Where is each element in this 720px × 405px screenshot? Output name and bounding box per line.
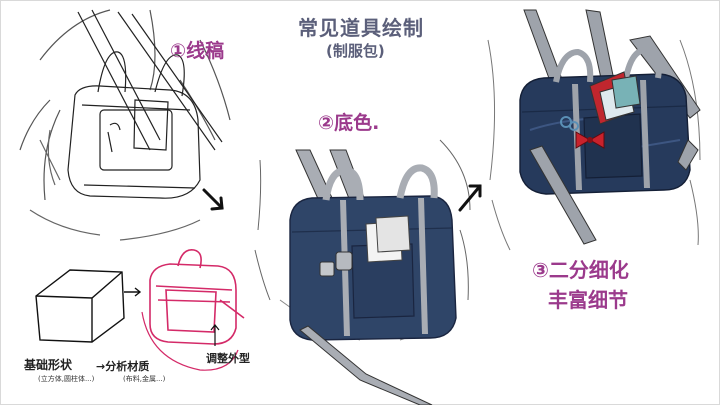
analyze-material-note: (布料,金属...): [123, 375, 166, 383]
base-shape-label: 基础形状: [24, 358, 73, 372]
step-3-label: ③二分细化: [532, 258, 629, 282]
page-subtitle: (制服包): [326, 42, 385, 60]
base-shape-sketch: [35, 269, 125, 343]
arrow-to-material: [124, 287, 142, 297]
adjust-shape-label: 调整外型: [206, 352, 250, 365]
detailed-panel: [487, 9, 701, 251]
adjust-arrow: [210, 324, 220, 346]
basecolor-panel: [254, 139, 471, 405]
base-shape-note: (立方体,圆柱体...): [38, 375, 95, 383]
page-title: 常见道具绘制: [298, 16, 424, 40]
step-1-label: ①线稿: [170, 40, 225, 62]
step-3-sublabel: 丰富细节: [548, 288, 628, 312]
step-2-label: ②底色.: [318, 112, 380, 134]
analyze-material-label: →分析材质: [96, 360, 150, 373]
material-sketch: [141, 249, 245, 371]
lineart-panel: [19, 9, 231, 241]
arrow-2-to-3: [458, 184, 482, 212]
arrow-1-to-2: [202, 188, 224, 211]
